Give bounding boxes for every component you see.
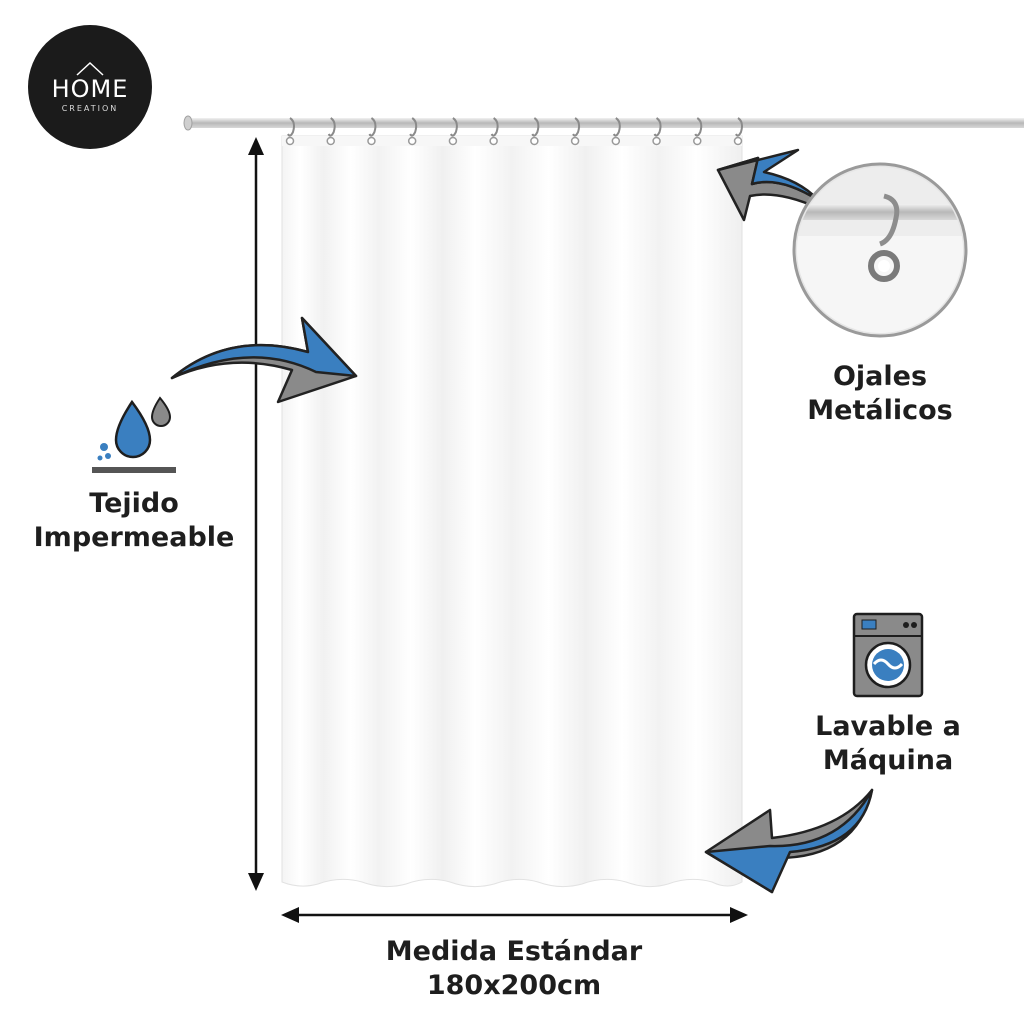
curtain-hook xyxy=(694,117,703,137)
washable-pointer-arrow xyxy=(704,788,874,894)
curtain-rod xyxy=(183,115,1024,131)
curtain-hook xyxy=(735,117,743,137)
washable-label-line1: Lavable a xyxy=(815,711,961,742)
curtain-hook xyxy=(450,117,458,137)
house-roof-icon xyxy=(76,61,104,76)
grommet-ring xyxy=(448,136,458,146)
curtain-hook xyxy=(409,117,418,137)
grommet-ring xyxy=(326,136,335,146)
grommet-ring xyxy=(285,136,295,146)
curtain-hook xyxy=(531,117,540,137)
shower-curtain xyxy=(281,135,743,888)
grommets-label: Ojales Metálicos xyxy=(796,360,964,428)
waterproof-pointer-arrow xyxy=(170,316,358,404)
brand-logo: HOME CREATION xyxy=(28,25,152,149)
waterproof-label: Tejido Impermeable xyxy=(28,487,240,555)
grommet-ring xyxy=(733,136,743,146)
curtain-hook xyxy=(368,117,377,137)
curtain-hooks xyxy=(285,117,743,146)
grommet-ring xyxy=(530,136,539,146)
curtain-hook xyxy=(653,117,662,137)
waterproof-label-line2: Impermeable xyxy=(33,522,235,553)
brand-name: HOME xyxy=(51,75,129,103)
grommet-ring xyxy=(489,136,498,146)
water-drops-icon xyxy=(92,396,176,473)
grommet-ring xyxy=(652,136,661,146)
grommet-ring xyxy=(570,136,580,146)
size-label-line1: Medida Estándar xyxy=(385,936,643,967)
grommet-ring xyxy=(611,136,621,146)
curtain-hook xyxy=(490,117,499,137)
waterproof-label-line1: Tejido xyxy=(89,488,179,519)
grommets-pointer-arrow xyxy=(716,148,820,222)
curtain-hook xyxy=(327,117,336,137)
grommet-zoom-circle xyxy=(792,162,968,338)
curtain-hook xyxy=(572,117,581,137)
curtain-hook xyxy=(287,117,295,137)
washable-label: Lavable a Máquina xyxy=(802,710,974,778)
washable-label-line2: Máquina xyxy=(822,745,954,776)
curtain-hook xyxy=(612,117,621,137)
size-label-line2: 180x200cm xyxy=(426,970,602,1001)
grommets-label-line1: Ojales xyxy=(832,361,928,392)
grommet-ring xyxy=(693,136,702,146)
grommet-ring xyxy=(367,136,376,146)
width-dimension-arrow xyxy=(281,907,748,923)
washing-machine-icon xyxy=(852,612,924,698)
brand-tagline: CREATION xyxy=(61,104,119,113)
grommet-ring xyxy=(407,136,417,146)
size-label: Medida Estándar 180x200cm xyxy=(364,935,664,1003)
grommets-label-line2: Metálicos xyxy=(807,395,953,426)
height-dimension-arrow xyxy=(248,137,264,891)
